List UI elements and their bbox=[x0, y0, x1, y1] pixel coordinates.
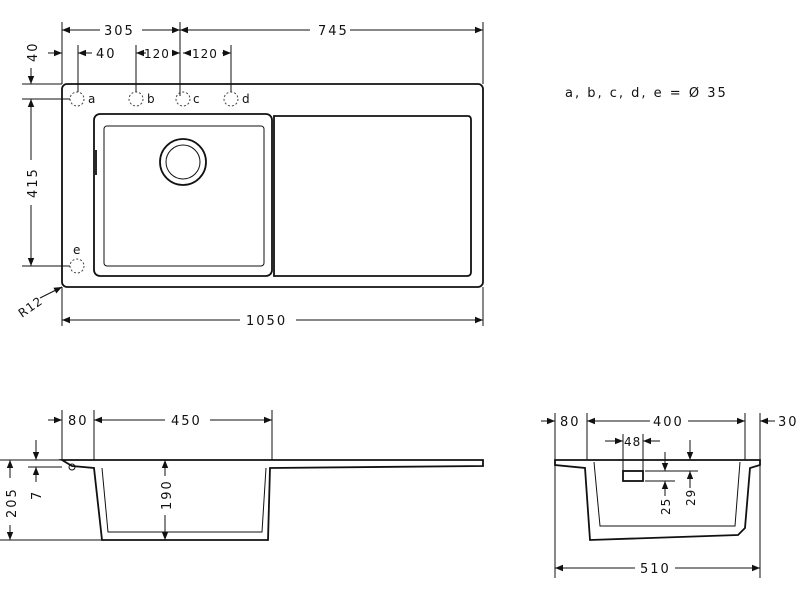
top-view: a b c d e 305 745 40 120 bbox=[16, 22, 728, 329]
hole-d-icon bbox=[223, 91, 239, 107]
overflow-icon bbox=[622, 470, 644, 482]
hole-e-icon bbox=[69, 258, 85, 274]
dim-1050: 1050 bbox=[246, 314, 287, 329]
dim-80-short: 80 bbox=[560, 415, 581, 430]
hole-label-c: c bbox=[193, 92, 201, 106]
dim-120-c: 120 bbox=[192, 47, 218, 61]
dim-120-b: 120 bbox=[144, 47, 170, 61]
dim-40-top: 40 bbox=[26, 41, 41, 62]
dim-415: 415 bbox=[26, 167, 41, 198]
drainer-outline bbox=[273, 115, 472, 277]
hole-c-icon bbox=[175, 91, 191, 107]
drain-icon bbox=[159, 138, 207, 186]
dim-48: 48 bbox=[624, 435, 641, 449]
dim-25: 25 bbox=[659, 498, 673, 515]
hole-diameter-note: a, b, c, d, e = Ø 35 bbox=[565, 86, 728, 101]
bowl-inner bbox=[103, 125, 265, 267]
side-profile-short bbox=[554, 459, 761, 541]
hole-label-d: d bbox=[242, 92, 251, 106]
sink-outline bbox=[61, 83, 484, 288]
dim-190: 190 bbox=[160, 479, 175, 510]
dim-450: 450 bbox=[171, 414, 202, 429]
side-profile-long bbox=[58, 459, 484, 541]
side-view-long: 80 450 205 7 190 bbox=[0, 410, 484, 541]
dim-400: 400 bbox=[653, 415, 684, 430]
side-view-short: 80 400 30 48 25 29 510 bbox=[541, 413, 799, 578]
dim-745: 745 bbox=[318, 24, 349, 39]
hole-b-icon bbox=[128, 91, 144, 107]
dim-305: 305 bbox=[104, 24, 135, 39]
dim-80-long: 80 bbox=[68, 414, 89, 429]
dim-510: 510 bbox=[640, 562, 671, 577]
dim-30: 30 bbox=[778, 415, 799, 430]
dim-205: 205 bbox=[5, 487, 20, 518]
dim-40-hole: 40 bbox=[96, 47, 117, 62]
dim-29: 29 bbox=[684, 489, 698, 506]
tap-holes: a b c d e bbox=[69, 91, 251, 274]
dim-7: 7 bbox=[30, 490, 45, 500]
hole-label-a: a bbox=[88, 92, 96, 106]
hole-a-icon bbox=[69, 91, 85, 107]
hole-label-b: b bbox=[147, 92, 156, 106]
bowl-outline bbox=[93, 113, 273, 277]
hole-label-e: e bbox=[73, 243, 81, 257]
